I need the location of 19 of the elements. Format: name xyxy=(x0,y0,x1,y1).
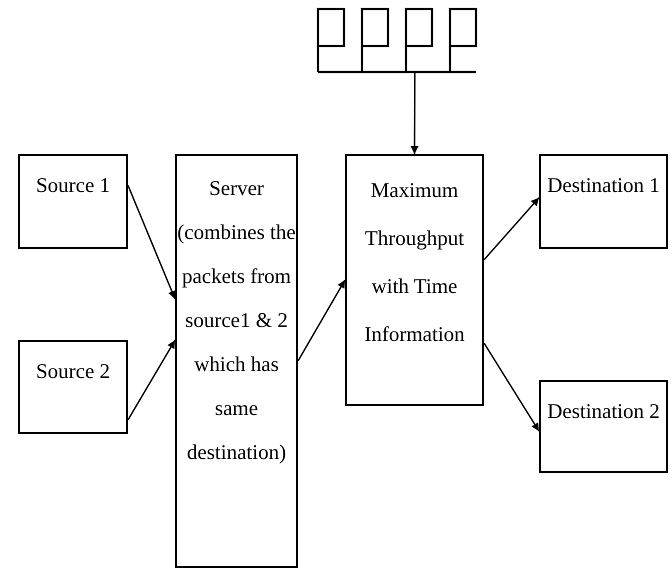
arrow xyxy=(127,185,176,300)
arrow xyxy=(410,73,419,154)
arrow xyxy=(297,280,346,362)
process-box xyxy=(18,340,128,434)
process-box xyxy=(539,380,668,473)
process-box xyxy=(18,154,128,249)
arrow xyxy=(127,340,176,420)
packet-queue-icon xyxy=(316,6,478,76)
process-box xyxy=(175,154,298,568)
box-label: Destination 2 xyxy=(546,398,661,425)
box-label: Server (combines the packets from source1 & 2 which has same destination) xyxy=(177,175,296,466)
process-box xyxy=(345,154,484,406)
box-label: Maximum Throughput with Time Information xyxy=(363,177,466,348)
box-label: Source 2 xyxy=(34,358,112,385)
box-label: Destination 1 xyxy=(546,172,661,199)
process-box xyxy=(539,154,668,249)
box-label: Source 1 xyxy=(34,172,112,199)
arrow xyxy=(483,342,540,432)
arrow xyxy=(483,197,540,260)
